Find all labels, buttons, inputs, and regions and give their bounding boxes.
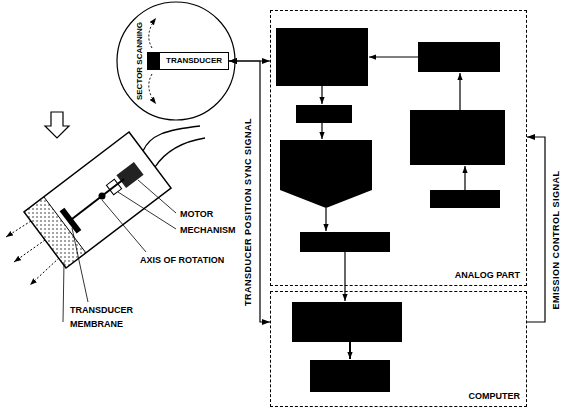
signal-arrow	[459, 73, 460, 110]
black-block	[418, 42, 500, 72]
part-label: TRANSDUCER	[70, 306, 133, 315]
shaft	[72, 179, 124, 219]
signal-arrow	[349, 342, 351, 359]
part-label: MEMBRANE	[70, 320, 123, 329]
node-text: SECTOR SCANNING	[136, 22, 144, 100]
node-text: TRANSDUCER	[166, 57, 222, 65]
black-block	[292, 302, 402, 342]
membrane-area	[24, 197, 86, 268]
probe-housing	[24, 132, 171, 268]
black-block	[300, 232, 390, 252]
beam-arrow	[6, 221, 31, 237]
black-block	[280, 140, 372, 208]
cable	[155, 138, 205, 167]
part-label: MECHANISM	[180, 226, 236, 235]
signal-arrow	[321, 123, 322, 139]
part-label: MOTOR	[180, 210, 213, 219]
signal-label: EMISSION CONTROL SIGNAL	[551, 169, 562, 312]
node-text: ANALOG PART	[455, 271, 520, 280]
black-block	[296, 105, 352, 123]
signal-arrow	[325, 208, 326, 231]
computer-region: COMPUTER	[270, 291, 527, 407]
signal-label: TRANSDUCER POSITION SYNC SIGNAL	[243, 116, 254, 308]
scan-circle: SECTOR SCANNING TRANSDUCER	[116, 1, 236, 121]
motor-symbol	[116, 162, 143, 188]
black-block	[310, 360, 390, 392]
leader-line	[118, 192, 176, 229]
leader-line	[102, 200, 146, 252]
hollow-arrow	[45, 112, 69, 138]
beam-arrow	[30, 258, 59, 285]
leader-line	[63, 262, 64, 322]
signal-arrow	[344, 252, 345, 301]
signal-arrow	[464, 166, 465, 190]
cable	[143, 126, 200, 151]
scan-arc	[149, 18, 156, 48]
beam-arrow	[14, 240, 45, 262]
membrane-line	[44, 197, 86, 253]
signal-arrow	[321, 86, 322, 104]
node-text: COMPUTER	[469, 392, 521, 401]
black-block	[410, 110, 505, 165]
transducer-box: TRANSDUCER	[147, 52, 229, 70]
analog-part-region: ANALOG PART	[270, 10, 527, 286]
signal-arrow	[369, 56, 418, 57]
black-block	[430, 190, 500, 208]
transducer-element	[60, 208, 82, 234]
pivot-dot	[99, 193, 106, 200]
scan-arc	[149, 74, 156, 104]
leader-line	[72, 228, 88, 302]
part-label: AXIS OF ROTATION	[140, 256, 224, 265]
signal-connector	[527, 137, 545, 322]
black-block	[276, 28, 368, 86]
signal-connector	[229, 61, 270, 322]
circle-outline	[117, 2, 235, 120]
